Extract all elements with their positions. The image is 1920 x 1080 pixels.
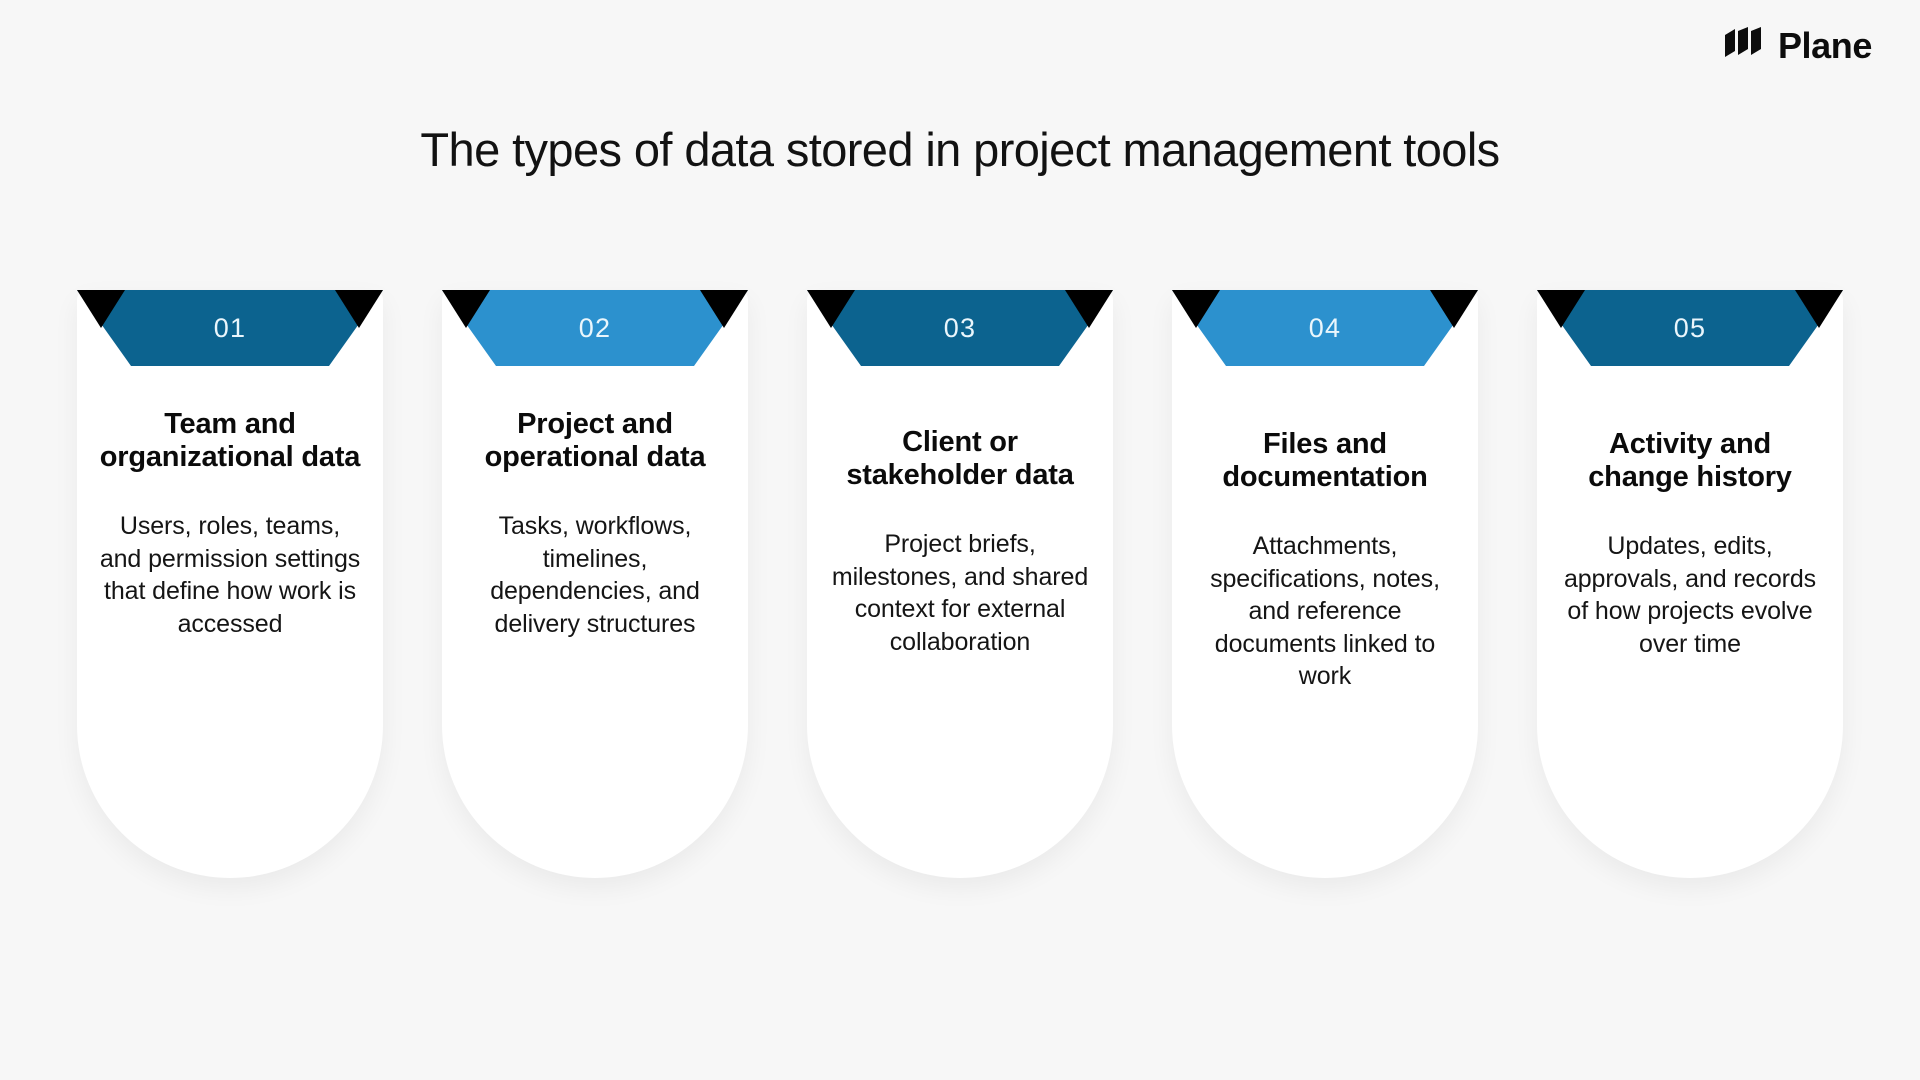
card-heading: Team and organizational data (99, 408, 361, 474)
card-text: Tasks, workflows, timelines, dependencie… (490, 512, 700, 638)
card-heading: Files and documentation (1222, 428, 1428, 494)
card-text: Updates, edits, approvals, and records o… (1563, 532, 1817, 658)
card-heading: Activity and change history (1588, 428, 1792, 494)
card-01[interactable]: Team and organizational data Users, role… (77, 290, 383, 878)
brand-name: Plane (1777, 24, 1872, 66)
card-text: Project briefs, milestones, and shared c… (831, 530, 1089, 656)
card-body: Project and operational data Tasks, work… (442, 290, 748, 878)
card-text: Users, roles, teams, and permission sett… (99, 512, 361, 638)
page-title: The types of data stored in project mana… (420, 123, 1500, 176)
card-body: Client or stakeholder data Project brief… (807, 290, 1113, 878)
card-body: Activity and change history Updates, edi… (1537, 290, 1843, 878)
card-04[interactable]: Files and documentation Attachments, spe… (1172, 290, 1478, 878)
card-number: 04 (1308, 312, 1342, 343)
card-heading: Client or stakeholder data (846, 426, 1074, 492)
card-02[interactable]: Project and operational data Tasks, work… (442, 290, 748, 878)
card-body: Team and organizational data Users, role… (77, 290, 383, 878)
brand-logo: Plane (1724, 26, 1872, 65)
card-number: 02 (578, 312, 612, 343)
card-heading: Project and operational data (484, 408, 706, 474)
plane-logo-icon (1724, 26, 1766, 65)
card-03[interactable]: Client or stakeholder data Project brief… (807, 290, 1113, 878)
card-05[interactable]: Activity and change history Updates, edi… (1537, 290, 1843, 878)
card-number: 01 (213, 312, 247, 343)
cards-row: Team and organizational data Users, role… (0, 290, 1920, 878)
card-number: 03 (943, 312, 977, 343)
card-body: Files and documentation Attachments, spe… (1172, 290, 1478, 878)
card-text: Attachments, specifications, notes, and … (1210, 532, 1440, 691)
card-number: 05 (1673, 312, 1707, 343)
